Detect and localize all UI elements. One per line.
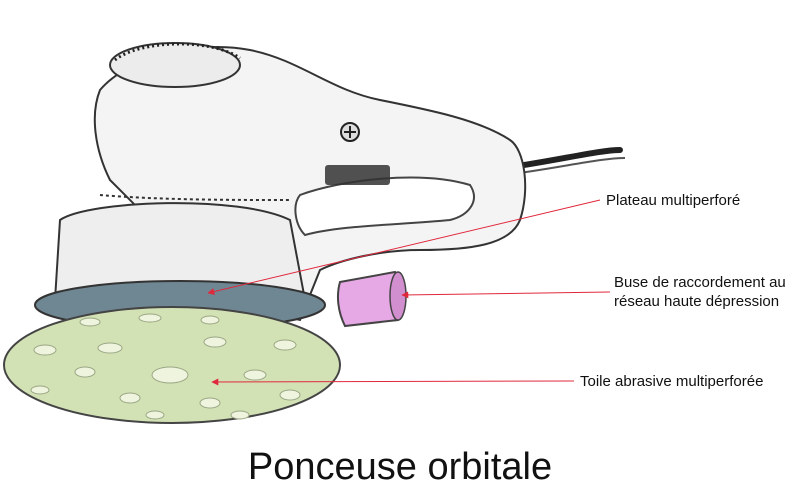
arrow-toile xyxy=(211,378,575,386)
page-title: Ponceuse orbitale xyxy=(247,446,553,488)
label-plateau: Plateau multiperforé xyxy=(606,192,741,209)
arrow-plateau xyxy=(207,199,601,295)
label-toile: Toile abrasive multiperforée xyxy=(580,373,764,390)
label-buse-line1: Buse de raccordement au xyxy=(614,274,786,291)
label-buse: Buse de raccordement au réseau haute dép… xyxy=(614,273,786,311)
arrow-buse xyxy=(401,291,611,299)
top-knob xyxy=(109,42,241,88)
label-buse-line2: réseau haute dépression xyxy=(614,293,780,310)
abrasive-disc xyxy=(3,306,341,424)
disc-holes xyxy=(30,313,301,420)
